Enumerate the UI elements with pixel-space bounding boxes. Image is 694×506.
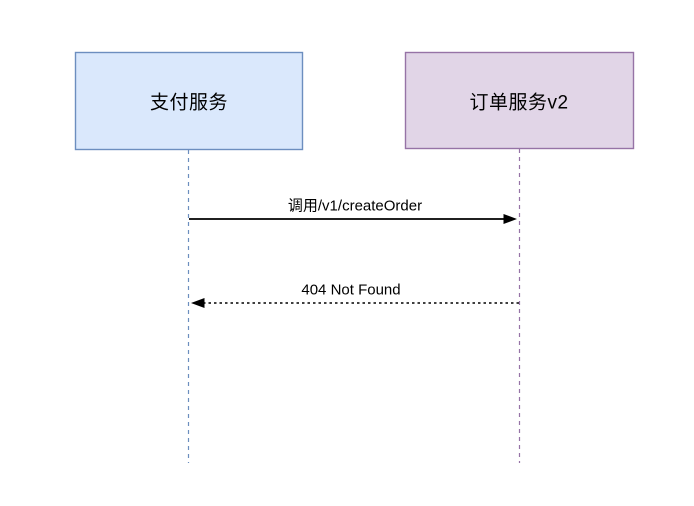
message-label-call-create-order: 调用/v1/createOrder [287, 197, 423, 215]
message-label-404-not-found: 404 Not Found [301, 281, 401, 299]
participant-box-payment-service [74, 51, 304, 151]
participant-label-payment-service: 支付服务 [149, 92, 229, 114]
arrowhead-left-icon [191, 298, 205, 308]
participant-box-order-service-v2 [404, 51, 635, 150]
participant-label-order-service-v2: 订单服务v2 [469, 92, 569, 114]
arrowhead-right-icon [503, 214, 517, 224]
